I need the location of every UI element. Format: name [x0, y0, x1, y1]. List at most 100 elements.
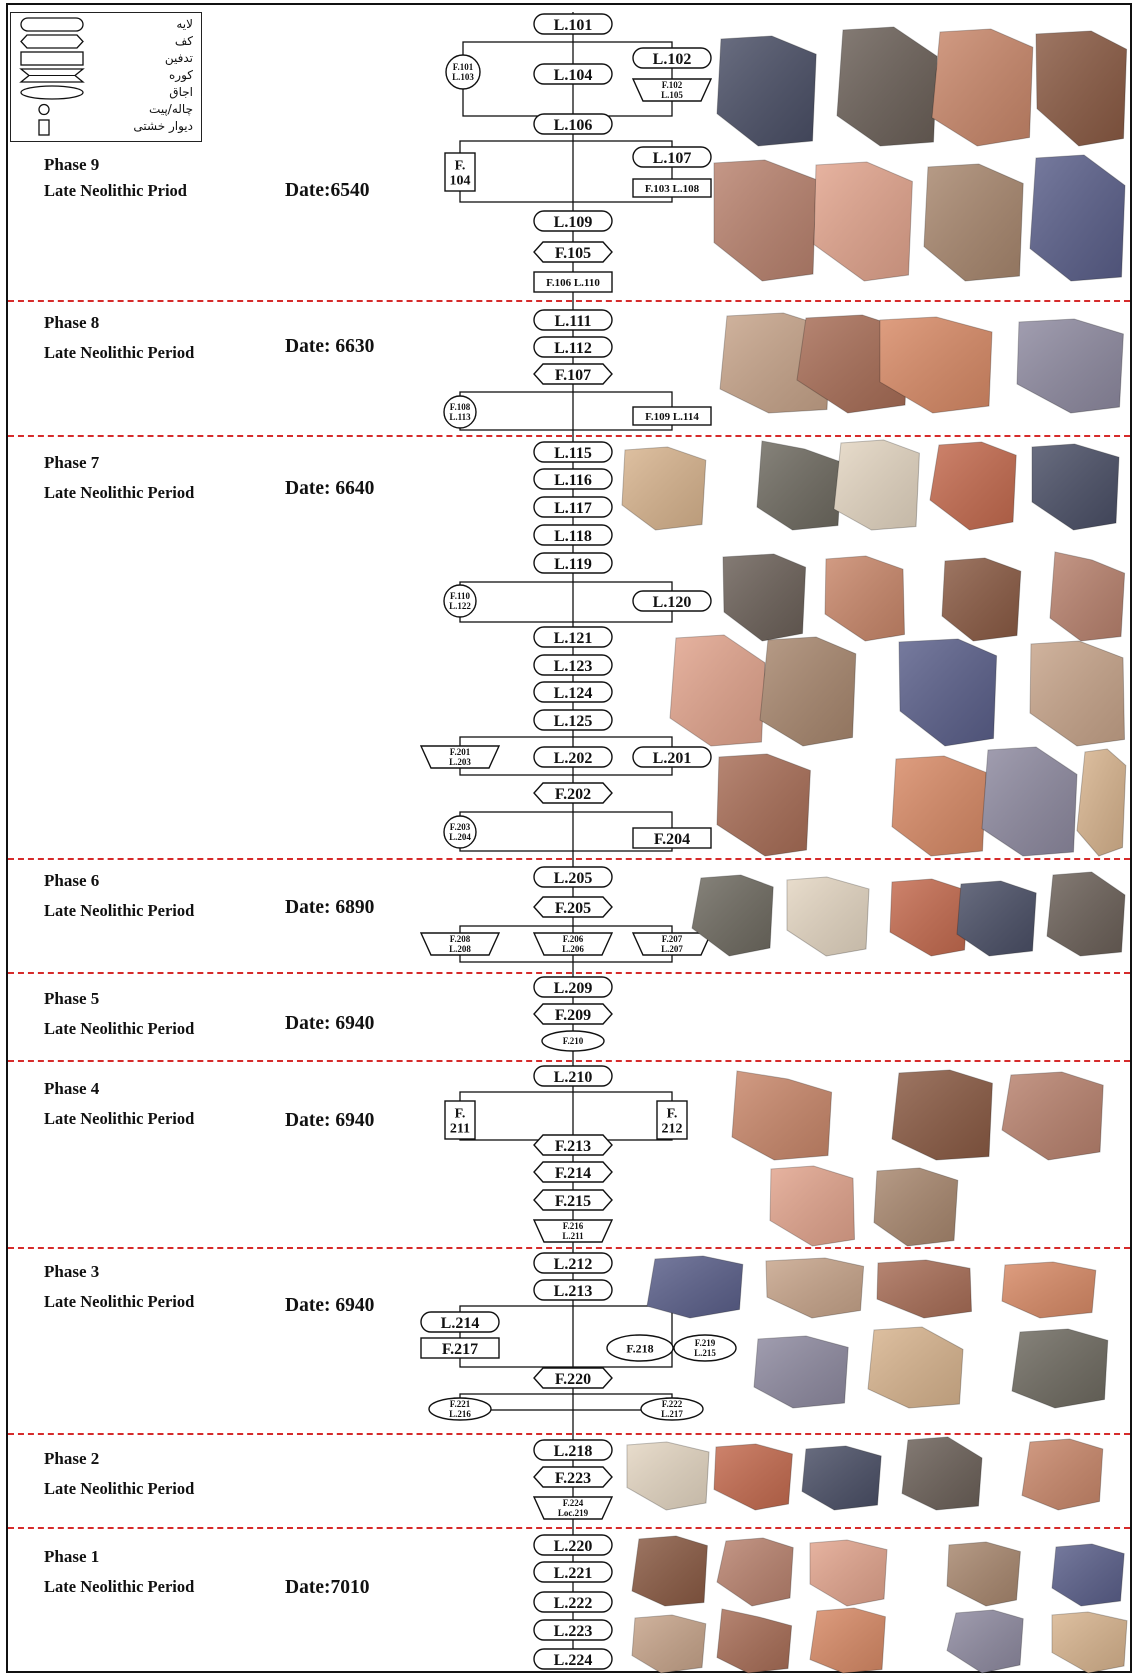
matrix-node-label: 212	[662, 1122, 683, 1137]
matrix-node-label: L.216	[449, 1409, 471, 1419]
matrix-node-label: F.213	[555, 1138, 591, 1155]
matrix-node-label: F.218	[626, 1341, 653, 1355]
matrix-node-label: L.121	[554, 630, 593, 647]
matrix-node-label: L.208	[449, 944, 471, 954]
matrix-node-label: F.204	[654, 831, 690, 848]
pottery-sherd-photo	[1052, 1544, 1124, 1606]
matrix-node-n2: L.104	[534, 64, 612, 84]
matrix-node-label: F.221	[450, 1399, 471, 1409]
pottery-sherd-photo	[1030, 641, 1125, 746]
matrix-node-label: F.222	[662, 1399, 683, 1409]
matrix-node-label: L.113	[449, 412, 471, 422]
pottery-sherd-photo	[868, 1327, 963, 1408]
matrix-node-label: L.217	[661, 1409, 683, 1419]
matrix-node-label: L.213	[554, 1283, 593, 1300]
matrix-node-label: F.106 L.110	[546, 277, 600, 289]
matrix-bracket	[460, 1394, 672, 1410]
matrix-node-label: L.122	[449, 601, 471, 611]
matrix-node-label: F.207	[662, 934, 683, 944]
matrix-node-label: L.102	[653, 51, 692, 68]
matrix-node-n23: F.110L.122	[444, 585, 476, 617]
pottery-sherd-photo	[810, 1540, 887, 1606]
matrix-node-label: L.222	[554, 1595, 593, 1612]
pottery-sherd-photo	[647, 1256, 743, 1318]
pottery-sherd-photo	[632, 1536, 707, 1606]
matrix-node-label: L.101	[554, 17, 593, 34]
matrix-node-n57: F.221L.216	[429, 1398, 491, 1420]
matrix-node-n17: F.109 L.114	[633, 407, 711, 425]
matrix-node-label: 211	[450, 1122, 470, 1137]
pottery-sherd-photo	[957, 881, 1036, 956]
pottery-sherd-photo	[834, 440, 919, 530]
matrix-node-n60: F.223	[534, 1467, 612, 1487]
matrix-node-n18: L.115	[534, 442, 612, 462]
pottery-sherd-photo	[757, 441, 842, 530]
matrix-node-label: F.109 L.114	[645, 411, 699, 423]
matrix-node-label: F.110	[450, 591, 470, 601]
matrix-node-label: L.118	[554, 528, 592, 545]
matrix-node-n40: L.209	[534, 977, 612, 997]
matrix-node-label: L.109	[554, 214, 593, 231]
matrix-node-n8: L.107	[633, 147, 711, 167]
pottery-sherd-photo	[754, 1336, 848, 1408]
pottery-sherd-photo	[982, 747, 1077, 856]
pottery-sherd-photo	[1077, 749, 1126, 856]
matrix-node-label: F.210	[563, 1036, 584, 1046]
matrix-node-n65: L.223	[534, 1620, 612, 1640]
pottery-sherd-photo	[717, 1609, 792, 1673]
pottery-sherd-photo	[892, 756, 986, 856]
matrix-node-label: L.116	[554, 472, 592, 489]
pottery-sherd-photo	[632, 1615, 706, 1673]
pottery-sherd-photo	[770, 1166, 855, 1246]
matrix-node-label: L.104	[554, 67, 593, 84]
pottery-sherd-photo	[947, 1542, 1020, 1606]
matrix-node-label: L.207	[661, 944, 683, 954]
pottery-sherd-photo	[1030, 155, 1125, 281]
matrix-node-label: L.202	[554, 750, 593, 767]
matrix-node-n21: L.118	[534, 525, 612, 545]
matrix-node-label: L.209	[554, 980, 593, 997]
pottery-sherd-photo	[714, 160, 816, 281]
matrix-node-n46: F.213	[534, 1135, 612, 1155]
matrix-node-n34: F.204	[633, 828, 711, 848]
matrix-node-n1: L.101	[534, 14, 612, 34]
matrix-node-label: F.217	[442, 1341, 478, 1358]
matrix-node-label: F.	[455, 1107, 466, 1122]
matrix-node-n6: L.106	[534, 114, 612, 134]
matrix-node-label: L.117	[554, 500, 592, 517]
matrix-node-label: L.215	[694, 1348, 716, 1358]
matrix-node-label: L.204	[449, 832, 471, 842]
pottery-sherd-photo	[723, 554, 806, 641]
matrix-node-label: F.206	[563, 934, 584, 944]
matrix-node-n12: F.106 L.110	[534, 272, 612, 292]
pottery-sherd-photo	[1017, 319, 1123, 413]
matrix-node-label: L.123	[554, 658, 593, 675]
matrix-node-label: F.205	[555, 900, 591, 917]
matrix-node-n47: F.214	[534, 1162, 612, 1182]
matrix-node-label: L.224	[554, 1652, 593, 1669]
matrix-node-label: F.224	[563, 1498, 584, 1508]
matrix-node-n59: L.218	[534, 1440, 612, 1460]
pottery-sherd-photo	[1022, 1439, 1103, 1510]
matrix-node-label: Loc.219	[558, 1508, 589, 1518]
pottery-sherd-photo	[1050, 552, 1125, 641]
matrix-node-label: L.221	[554, 1565, 593, 1582]
matrix-node-n20: L.117	[534, 497, 612, 517]
pottery-sherd-photo	[717, 754, 810, 856]
matrix-node-n24: L.120	[633, 591, 711, 611]
matrix-node-label: F.209	[555, 1007, 591, 1024]
matrix-node-n45: F.212	[657, 1101, 687, 1139]
matrix-node-label: L.203	[449, 757, 471, 767]
matrix-node-label: L.106	[554, 117, 593, 134]
pottery-sherd-photo	[1002, 1262, 1096, 1318]
matrix-node-label: F.202	[555, 786, 591, 803]
matrix-node-label: F.214	[555, 1165, 591, 1182]
matrix-node-n37: F.208L.208	[421, 933, 499, 955]
matrix-node-n9: F.103 L.108	[633, 179, 711, 197]
pottery-sherd-photo	[892, 1070, 992, 1160]
matrix-node-n42: F.210	[542, 1031, 604, 1051]
matrix-node-n27: L.124	[534, 682, 612, 702]
